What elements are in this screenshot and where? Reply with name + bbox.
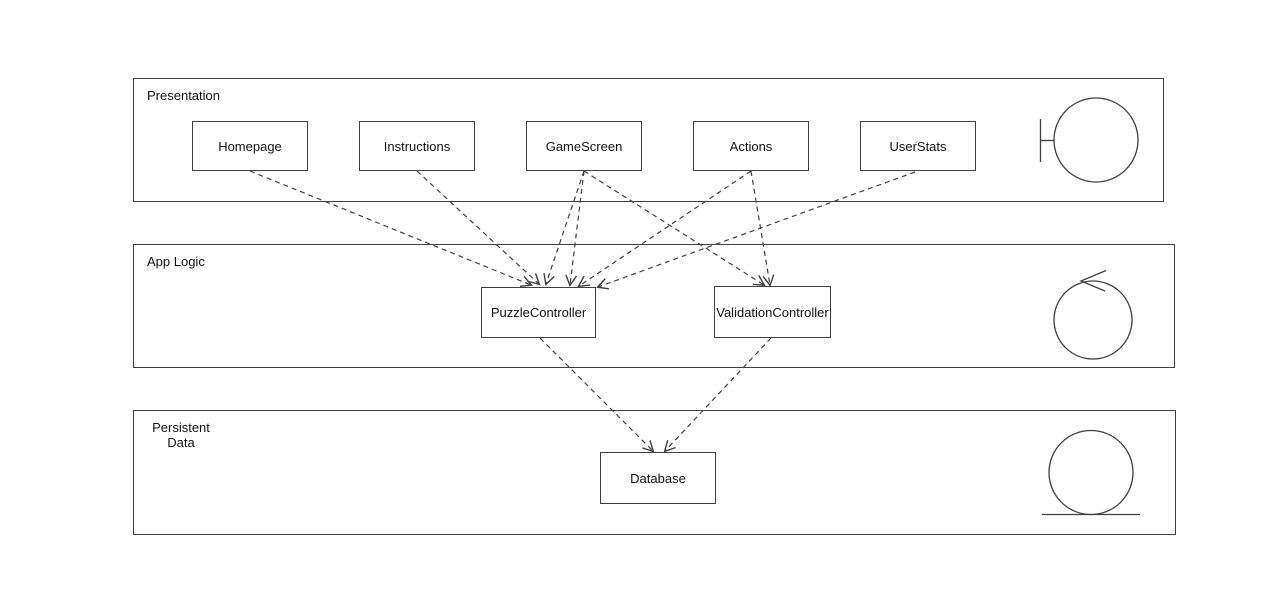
node-database-label: Database (630, 470, 686, 486)
node-homepage: Homepage (192, 121, 308, 171)
node-actions-label: Actions (729, 138, 773, 154)
layer-label-app-logic: App Logic (147, 254, 205, 269)
node-instructions: Instructions (359, 121, 475, 171)
node-gamescreen-label: GameScreen (545, 138, 623, 154)
node-userstats-label: UserStats (889, 138, 947, 154)
layer-app-logic: App Logic (133, 244, 1175, 368)
node-actions: Actions (693, 121, 809, 171)
layer-label-presentation: Presentation (147, 88, 220, 103)
layer-label-persistent-data: Persistent Data (152, 420, 210, 450)
layer-persistent-data: Persistent Data (133, 410, 1176, 535)
node-database: Database (600, 452, 716, 504)
node-puzzlecontroller: PuzzleController (481, 287, 596, 338)
node-homepage-label: Homepage (218, 138, 282, 154)
node-puzzlecontroller-label: PuzzleController (490, 305, 587, 320)
node-validationcontroller-label: ValidationController (716, 304, 829, 320)
node-gamescreen: GameScreen (526, 121, 642, 171)
node-userstats: UserStats (860, 121, 976, 171)
node-validationcontroller: ValidationController (714, 286, 831, 338)
node-instructions-label: Instructions (383, 138, 451, 154)
